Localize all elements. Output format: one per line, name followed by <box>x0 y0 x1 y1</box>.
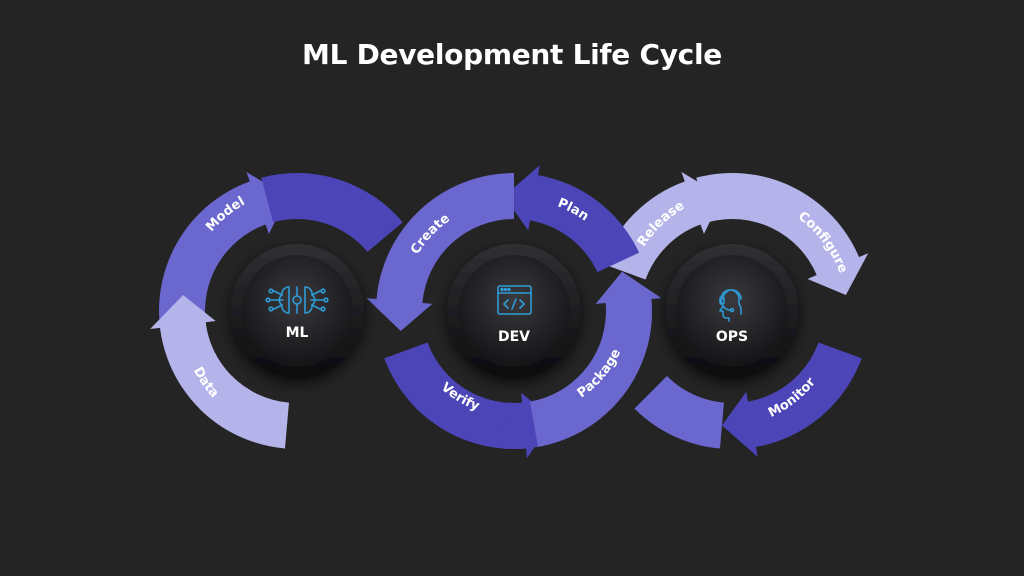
hub-ops: OPS <box>665 244 799 378</box>
arc-plan <box>503 165 640 273</box>
arc-model <box>159 171 287 331</box>
page-title: ML Development Life Cycle <box>302 38 722 71</box>
hub-ops-label: OPS <box>716 329 748 345</box>
hub-dev-label: DEV <box>498 329 530 345</box>
arc-model-tail <box>261 173 403 252</box>
hub-dev-disc <box>458 255 570 367</box>
arc-monitor-tail <box>634 376 724 449</box>
brain-circuit-icon <box>265 286 329 314</box>
hub-ml-label: ML <box>286 325 309 341</box>
arc-data-tail <box>199 376 289 449</box>
arc-segments <box>150 165 869 459</box>
hub-ml: ML <box>230 244 364 378</box>
code-window-icon <box>497 285 532 315</box>
arc-package-head <box>595 271 662 347</box>
arc-monitor <box>721 342 862 457</box>
arc-configure <box>696 173 869 295</box>
headset-agent-icon <box>719 289 742 322</box>
hub-dev: DEV <box>447 244 581 378</box>
arc-package <box>529 314 652 447</box>
arc-create <box>366 173 514 331</box>
